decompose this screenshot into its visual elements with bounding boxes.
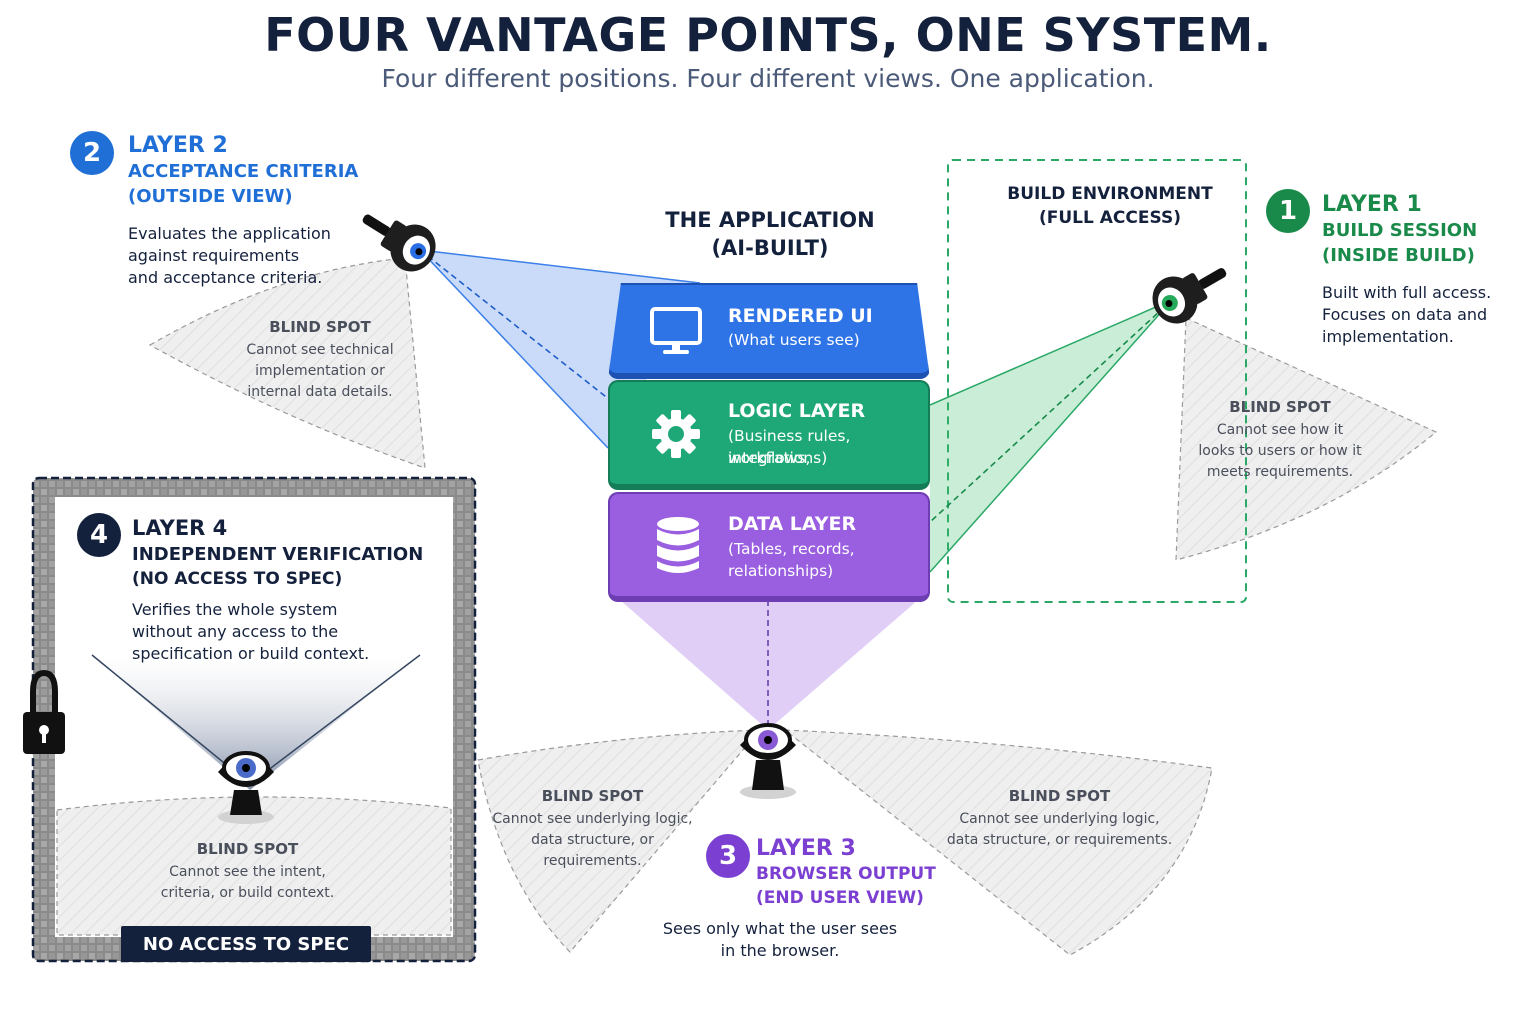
layer2-blind-spot-line3: internal data details. — [247, 384, 393, 400]
layer2-blind-spot-text: BLIND SPOT Cannot see technical implemen… — [220, 318, 420, 403]
layer2-blind-spot — [148, 257, 426, 469]
layer3-description-line2: in the browser. — [720, 941, 840, 960]
layer1-description: Built with full access. Focuses on data … — [1322, 282, 1491, 348]
layer1-blind-spot-line2: looks to users or how it — [1198, 443, 1362, 459]
layer3-blind-spot-right-line2: data structure, or requirements. — [946, 832, 1173, 848]
rendered-ui-layer: RENDERED UI (What users see) — [608, 283, 930, 379]
layer1-view: (INSIDE BUILD) — [1322, 245, 1475, 266]
layer4-heading-group: LAYER 4 INDEPENDENT VERIFICATION (NO ACC… — [132, 515, 423, 592]
layer1-description-line3: implementation. — [1322, 327, 1454, 346]
layer3-description: Sees only what the user sees in the brow… — [640, 918, 920, 962]
layer2-description-line3: and acceptance criteria. — [128, 268, 323, 287]
layer3-blind-spot-right-title: BLIND SPOT — [1008, 787, 1111, 805]
layer3-blind-spot-left-line2: data structure, or requirements. — [531, 832, 654, 869]
layer1-blind-spot-line3: meets requirements. — [1206, 464, 1354, 480]
layer4-description-line1: Verifies the whole system — [132, 600, 338, 619]
layer4-subheading: INDEPENDENT VERIFICATION — [132, 544, 424, 565]
page-title: FOUR VANTAGE POINTS, ONE SYSTEM. — [264, 8, 1272, 62]
layer2-view: (OUTSIDE VIEW) — [128, 186, 293, 207]
monitor-icon — [650, 307, 702, 354]
logic-layer-desc-1: (Business rules, workflows, — [728, 427, 851, 467]
layer4-blind-spot-line1: Cannot see the intent, — [169, 864, 326, 880]
data-layer: DATA LAYER (Tables, records, relationshi… — [608, 492, 930, 602]
layer3-subheading: BROWSER OUTPUT — [756, 864, 936, 884]
layer1-description-line2: Focuses on data and — [1322, 305, 1488, 324]
data-layer-desc-1: (Tables, records, — [728, 540, 855, 558]
data-layer-label: DATA LAYER — [728, 513, 857, 535]
layer1-blind-spot-title: BLIND SPOT — [1229, 398, 1331, 416]
layer3-blind-spot-left-text: BLIND SPOT Cannot see underlying logic, … — [480, 787, 705, 872]
layer4-blind-spot-line2: criteria, or build context. — [160, 885, 335, 901]
layer3-eye-icon — [740, 723, 796, 799]
page-subtitle: Four different positions. Four different… — [381, 64, 1155, 93]
layer4-blind-spot-title: BLIND SPOT — [196, 840, 299, 858]
layer4-eye-icon — [218, 751, 274, 824]
layer1-blind-spot-line1: Cannot see how it — [1216, 422, 1344, 438]
layer2-heading: LAYER 2 — [128, 133, 228, 158]
layer4-blind-spot-text: BLIND SPOT Cannot see the intent, criter… — [140, 840, 355, 904]
logic-layer-label: LOGIC LAYER — [728, 400, 866, 422]
build-environment-line1: BUILD ENVIRONMENT — [1007, 184, 1213, 204]
layer2-description-line1: Evaluates the application — [128, 224, 331, 243]
gear-icon — [652, 410, 700, 458]
layer2-number-badge: 2 — [70, 131, 114, 175]
data-layer-desc-2: relationships) — [728, 562, 834, 580]
application-title-line2: (AI-BUILT) — [711, 236, 829, 260]
layer1-heading-group: LAYER 1 BUILD SESSION (INSIDE BUILD) — [1322, 191, 1477, 268]
build-environment-line2: (FULL ACCESS) — [1039, 208, 1181, 228]
layer3-blind-spot-left-line1: Cannot see underlying logic, — [492, 811, 693, 827]
layer4-description-line2: without any access to the — [132, 622, 339, 641]
layer1-camera-icon — [1152, 268, 1227, 324]
application-title: THE APPLICATION (AI-BUILT) — [650, 206, 890, 262]
layer1-blind-spot — [1175, 317, 1438, 561]
layer1-heading: LAYER 1 — [1322, 192, 1422, 217]
layer3-description-line1: Sees only what the user sees — [662, 919, 898, 938]
layer2-blind-spot-line1: Cannot see technical — [246, 342, 394, 358]
layer4-description: Verifies the whole system without any ac… — [132, 599, 369, 665]
layer4-description-line3: specification or build context. — [132, 644, 370, 663]
logic-layer-desc-2: integrations) — [728, 449, 828, 467]
build-environment-title: BUILD ENVIRONMENT (FULL ACCESS) — [960, 182, 1260, 230]
rendered-ui-desc: (What users see) — [728, 331, 860, 349]
layer1-blind-spot-text: BLIND SPOT Cannot see how it looks to us… — [1185, 398, 1375, 483]
layer2-blind-spot-line2: implementation or — [255, 363, 385, 379]
layer3-blind-spot-right — [783, 729, 1213, 956]
logic-layer: LOGIC LAYER (Business rules, workflows, … — [608, 380, 930, 490]
layer3-number-badge: 3 — [706, 834, 750, 878]
layer3-heading: LAYER 3 — [756, 836, 856, 861]
build-environment-frame — [947, 159, 1247, 603]
layer2-description: Evaluates the application against requir… — [128, 223, 331, 289]
no-access-to-spec-badge: NO ACCESS TO SPEC — [121, 926, 371, 962]
layer3-blind-spot-right-line1: Cannot see underlying logic, — [959, 811, 1160, 827]
layer4-blind-spot — [56, 796, 452, 936]
layer1-number-badge: 1 — [1266, 189, 1310, 233]
layer2-camera-icon — [362, 214, 436, 272]
application-title-line1: THE APPLICATION — [665, 208, 875, 232]
padlock-icon — [23, 669, 65, 754]
database-icon — [657, 517, 699, 573]
layer4-number-badge: 4 — [77, 513, 121, 557]
layer3-view: (END USER VIEW) — [756, 888, 924, 908]
layer4-heading: LAYER 4 — [132, 516, 228, 540]
layer2-subheading: ACCEPTANCE CRITERIA — [128, 161, 359, 182]
layer2-description-line2: against requirements — [128, 246, 300, 265]
layer1-description-line1: Built with full access. — [1322, 283, 1492, 302]
layer2-blind-spot-title: BLIND SPOT — [269, 318, 371, 336]
layer2-heading-group: LAYER 2 ACCEPTANCE CRITERIA (OUTSIDE VIE… — [128, 132, 358, 209]
rendered-ui-label: RENDERED UI — [728, 305, 873, 327]
layer3-heading-group: LAYER 3 BROWSER OUTPUT (END USER VIEW) — [756, 835, 936, 910]
layer3-blind-spot-left-title: BLIND SPOT — [541, 787, 644, 805]
layer3-blind-spot-right-text: BLIND SPOT Cannot see underlying logic, … — [942, 787, 1177, 851]
layer1-subheading: BUILD SESSION — [1322, 220, 1478, 241]
layer4-view: (NO ACCESS TO SPEC) — [132, 569, 343, 589]
